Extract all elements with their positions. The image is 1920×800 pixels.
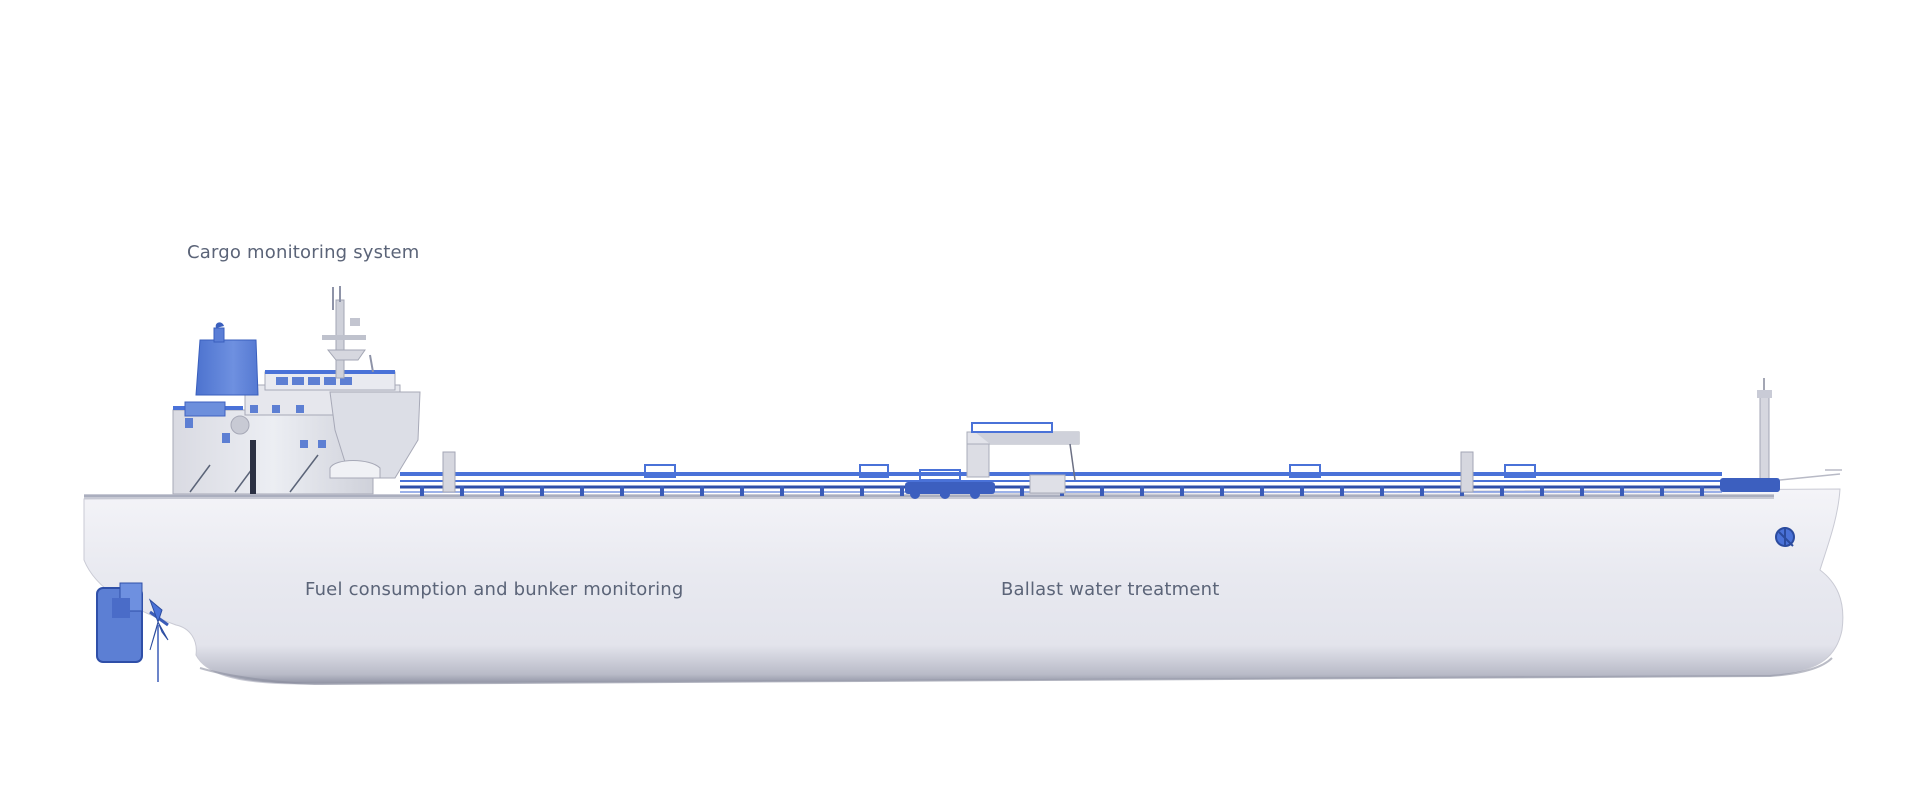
superstructure [172, 370, 421, 495]
cargo-monitoring-system-label[interactable]: Cargo monitoring system [187, 242, 420, 263]
propeller-icon [148, 598, 169, 682]
funnel-icon [195, 322, 259, 396]
fuel-consumption-bunker-monitoring-label[interactable]: Fuel consumption and bunker monitoring [305, 579, 684, 600]
manifold-platforms [644, 464, 1536, 481]
rudder-icon [96, 582, 143, 663]
ballast-water-treatment-label[interactable]: Ballast water treatment [1001, 579, 1220, 600]
main-mast [322, 286, 374, 379]
anchor-icon [1775, 527, 1795, 547]
mast-icon [1757, 378, 1772, 481]
crane-icon [966, 422, 1080, 494]
